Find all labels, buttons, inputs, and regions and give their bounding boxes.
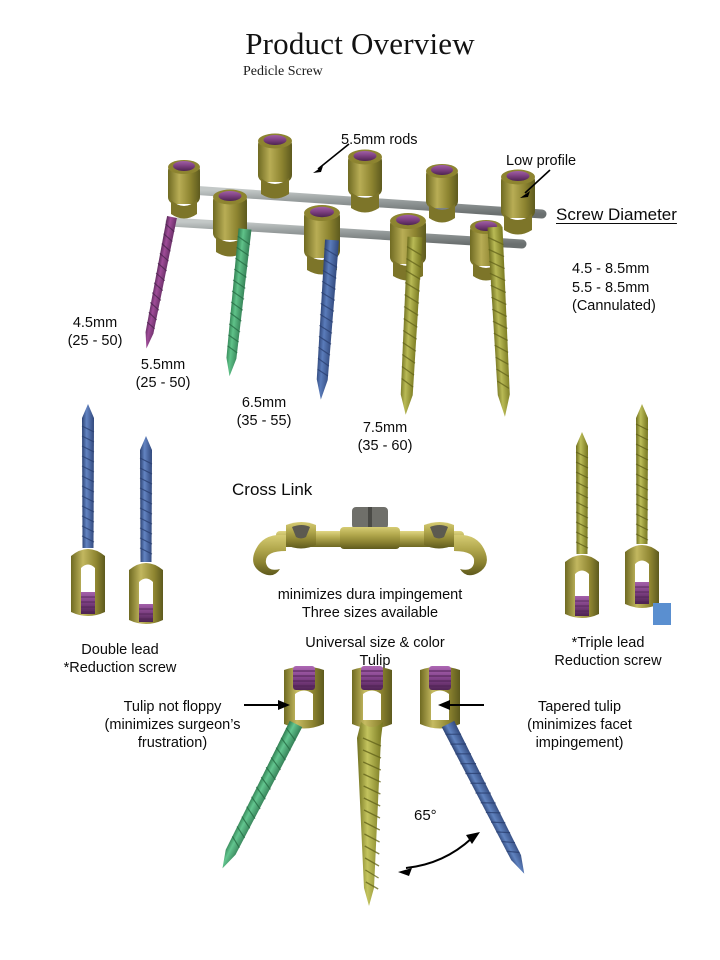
size-label-7-5: 7.5mm (35 - 60) — [340, 419, 430, 455]
tapered-tulip-note: Tapered tulip (minimizes facet impingeme… — [487, 698, 672, 752]
double-lead-label: Double lead *Reduction screw — [40, 641, 200, 677]
size-range-5-5: (25 - 50) — [135, 375, 191, 391]
screw-diameter-line-1: 4.5 - 8.5mm — [572, 261, 650, 277]
tulip-not-floppy-line-1: Tulip not floppy — [123, 699, 222, 715]
universal-tulip-line-1: Universal size & color — [305, 635, 445, 651]
size-label-6-5: 6.5mm (35 - 55) — [219, 394, 309, 430]
size-diameter-4-5: 4.5mm — [72, 315, 118, 331]
tapered-tulip-line-2: (minimizes facet — [527, 717, 632, 733]
size-range-4-5: (25 - 50) — [67, 333, 123, 349]
triple-lead-label: *Triple lead Reduction screw — [528, 634, 688, 670]
triple-lead-line-1: *Triple lead — [571, 635, 645, 651]
double-lead-reduction-screws-image — [62, 396, 192, 626]
cross-link-heading: Cross Link — [232, 480, 313, 499]
callout-low-profile-label: Low profile — [506, 153, 577, 169]
size-diameter-6-5: 6.5mm — [241, 395, 287, 411]
callout-rods-label: 5.5mm rods — [341, 132, 418, 148]
cross-link-caption-line-1: minimizes dura impingement — [277, 587, 463, 603]
angle-arc-arrow — [390, 820, 500, 880]
tulip-not-floppy-note: Tulip not floppy (minimizes surgeon’s fr… — [85, 698, 260, 752]
universal-tulip-line-2: Tulip — [359, 653, 391, 669]
double-lead-line-2: *Reduction screw — [63, 660, 177, 676]
size-label-4-5: 4.5mm (25 - 50) — [50, 314, 140, 350]
size-range-7-5: (35 - 60) — [357, 438, 413, 454]
screw-diameter-line-3: (Cannulated) — [572, 298, 656, 314]
cross-link-caption: minimizes dura impingement Three sizes a… — [235, 586, 505, 622]
tapered-tulip-line-3: impingement) — [535, 735, 624, 751]
tulip-not-floppy-line-2: (minimizes surgeon’s — [104, 717, 241, 733]
size-diameter-5-5: 5.5mm — [140, 357, 186, 373]
tulip-cluster-image — [222, 662, 525, 912]
page-subtitle: Pedicle Screw — [243, 64, 323, 79]
screw-diameter-values: 4.5 - 8.5mm 5.5 - 8.5mm (Cannulated) — [572, 260, 656, 316]
triple-lead-line-2: Reduction screw — [554, 653, 662, 669]
construct-screw-shafts — [145, 215, 570, 445]
screw-diameter-heading: Screw Diameter — [556, 205, 677, 224]
tapered-tulip-arrow — [434, 695, 486, 715]
callout-low-profile-arrow — [512, 166, 558, 204]
blue-square-artifact — [653, 603, 671, 625]
universal-tulip-label: Universal size & color Tulip — [280, 634, 470, 670]
page-title: Product Overview — [245, 26, 475, 61]
triple-lead-reduction-screws-image — [556, 396, 686, 626]
cross-link-caption-line-2: Three sizes available — [301, 605, 439, 621]
cross-link-image — [240, 505, 500, 580]
size-label-5-5: 5.5mm (25 - 50) — [118, 356, 208, 392]
screw-diameter-line-2: 5.5 - 8.5mm — [572, 279, 650, 296]
double-lead-line-1: Double lead — [81, 642, 159, 658]
tulip-not-floppy-line-3: frustration) — [137, 735, 208, 751]
size-range-6-5: (35 - 55) — [236, 413, 292, 429]
tapered-tulip-line-1: Tapered tulip — [537, 699, 622, 715]
size-diameter-7-5: 7.5mm — [362, 420, 408, 436]
angle-label: 65° — [414, 807, 437, 824]
